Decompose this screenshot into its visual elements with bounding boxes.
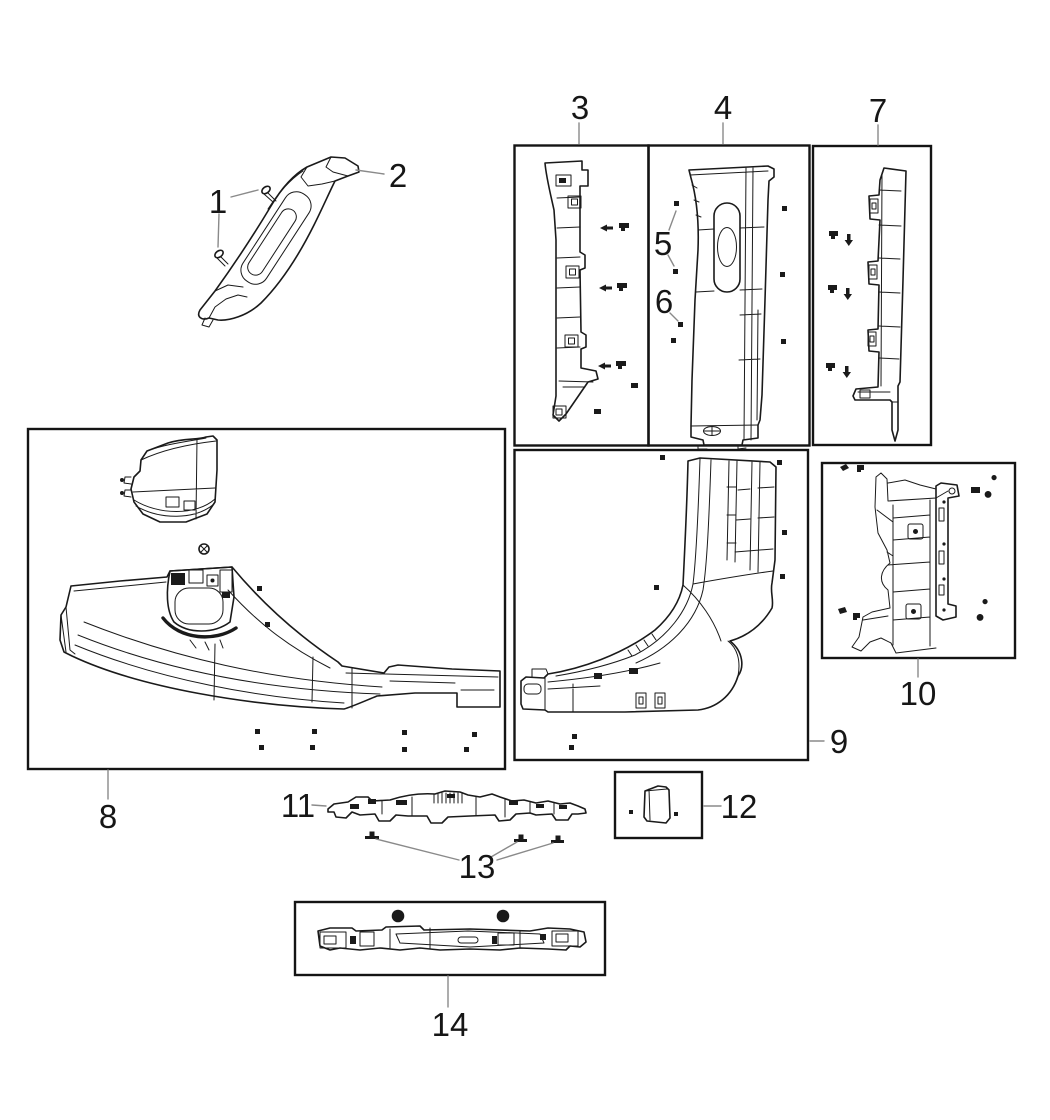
sill-bracket-cluster [166, 566, 235, 632]
part-lower-retainer-bracket [317, 909, 587, 951]
leader-line-13a [375, 838, 460, 861]
callout-7-label: 7 [869, 92, 887, 129]
retainer-clip-icon [616, 223, 629, 369]
part-sill-kick-panel [59, 566, 501, 752]
bracket-plate [851, 472, 949, 654]
a-pillar-trim-slot [240, 191, 312, 285]
retainer-clip-icon [826, 231, 838, 371]
part-b-pillar-upper-trim [671, 165, 787, 450]
detail-boxes [26, 144, 1017, 977]
callout-2-label: 2 [389, 157, 407, 194]
push-pin-clip-icon [569, 455, 787, 750]
a-pillar-trim-outline [197, 156, 360, 321]
detail-box-12 [613, 770, 704, 840]
sill-panel-outline [59, 566, 501, 710]
part-b-pillar-lower-trim-right [826, 167, 907, 442]
callout-8-label: 8 [99, 798, 117, 835]
part-sill-retainer-rail [327, 790, 587, 824]
part-7-outline [852, 167, 907, 442]
rivet-clip-icon [838, 464, 997, 621]
leader-line-5b [667, 254, 675, 267]
callout-9-label: 9 [830, 723, 848, 760]
cowl-trim-outline [130, 435, 218, 523]
cowl-trim-details [123, 437, 217, 520]
quarter-trim-outline [520, 457, 777, 713]
part-cowl-side-trim [120, 435, 218, 555]
push-pin-clip-icon [671, 201, 787, 344]
leader-line-1a [230, 189, 259, 198]
detail-box-9 [513, 448, 810, 762]
bracket-rail [935, 482, 960, 621]
callout-3-label: 3 [571, 89, 589, 126]
arrow-left-icon [598, 224, 613, 370]
part-b-pillar-lower-trim-left [544, 160, 638, 422]
callout-labels: 1 2 3 4 5 6 7 8 9 10 11 12 13 14 [99, 89, 937, 1043]
fastener-head [496, 909, 510, 923]
leader-line-6 [669, 312, 679, 322]
part-4-details [689, 167, 769, 450]
part-small-cover [629, 785, 678, 824]
callout-13-label: 13 [459, 848, 496, 885]
callout-10-label: 10 [900, 675, 937, 712]
part-3-outline [544, 160, 599, 422]
callout-1-label: 1 [209, 183, 227, 220]
callout-6-label: 6 [655, 283, 673, 320]
rivet-clip-icon [365, 831, 564, 843]
fastener-clips-13 [365, 831, 564, 843]
leader-lines [107, 122, 919, 1008]
callout-5-label: 5 [654, 225, 672, 262]
detail-box-3 [513, 144, 650, 447]
detail-box-8 [26, 427, 507, 771]
part-7-details [857, 172, 902, 403]
leader-line-5a [668, 210, 677, 231]
callout-11-label: 11 [281, 787, 315, 824]
sill-panel-details [60, 581, 499, 709]
callout-4-label: 4 [714, 89, 732, 126]
detail-box-10 [820, 461, 1017, 660]
detail-box-14 [293, 900, 607, 977]
seatbelt-slot [713, 202, 741, 293]
detail-box-7 [811, 144, 933, 447]
part-a-pillar-trim [197, 156, 360, 328]
leader-line-1b [217, 213, 220, 248]
grommet-icon [703, 426, 721, 436]
callout-12-label: 12 [721, 788, 758, 825]
a-pillar-trim-details [201, 156, 349, 328]
cover-outline [643, 785, 671, 824]
fastener-head [391, 909, 405, 923]
a-pillar-trim-slot-inner [247, 208, 297, 276]
screw-icon [214, 249, 229, 267]
grommet-icon [198, 543, 210, 555]
screw-icon [261, 185, 277, 203]
push-pin-clip-icon [594, 383, 638, 414]
leader-line-13c [496, 842, 554, 861]
arrow-down-icon [842, 234, 853, 378]
quarter-trim-details [531, 458, 775, 713]
rail-outline [327, 790, 587, 824]
part-quarter-trim-panel [520, 455, 787, 750]
part-4-outline [688, 165, 775, 446]
callout-14-label: 14 [432, 1006, 469, 1043]
leader-line-11 [311, 804, 327, 807]
leader-line-2 [355, 169, 385, 175]
leader-line-13b [490, 841, 518, 858]
part-mounting-bracket [838, 464, 997, 654]
